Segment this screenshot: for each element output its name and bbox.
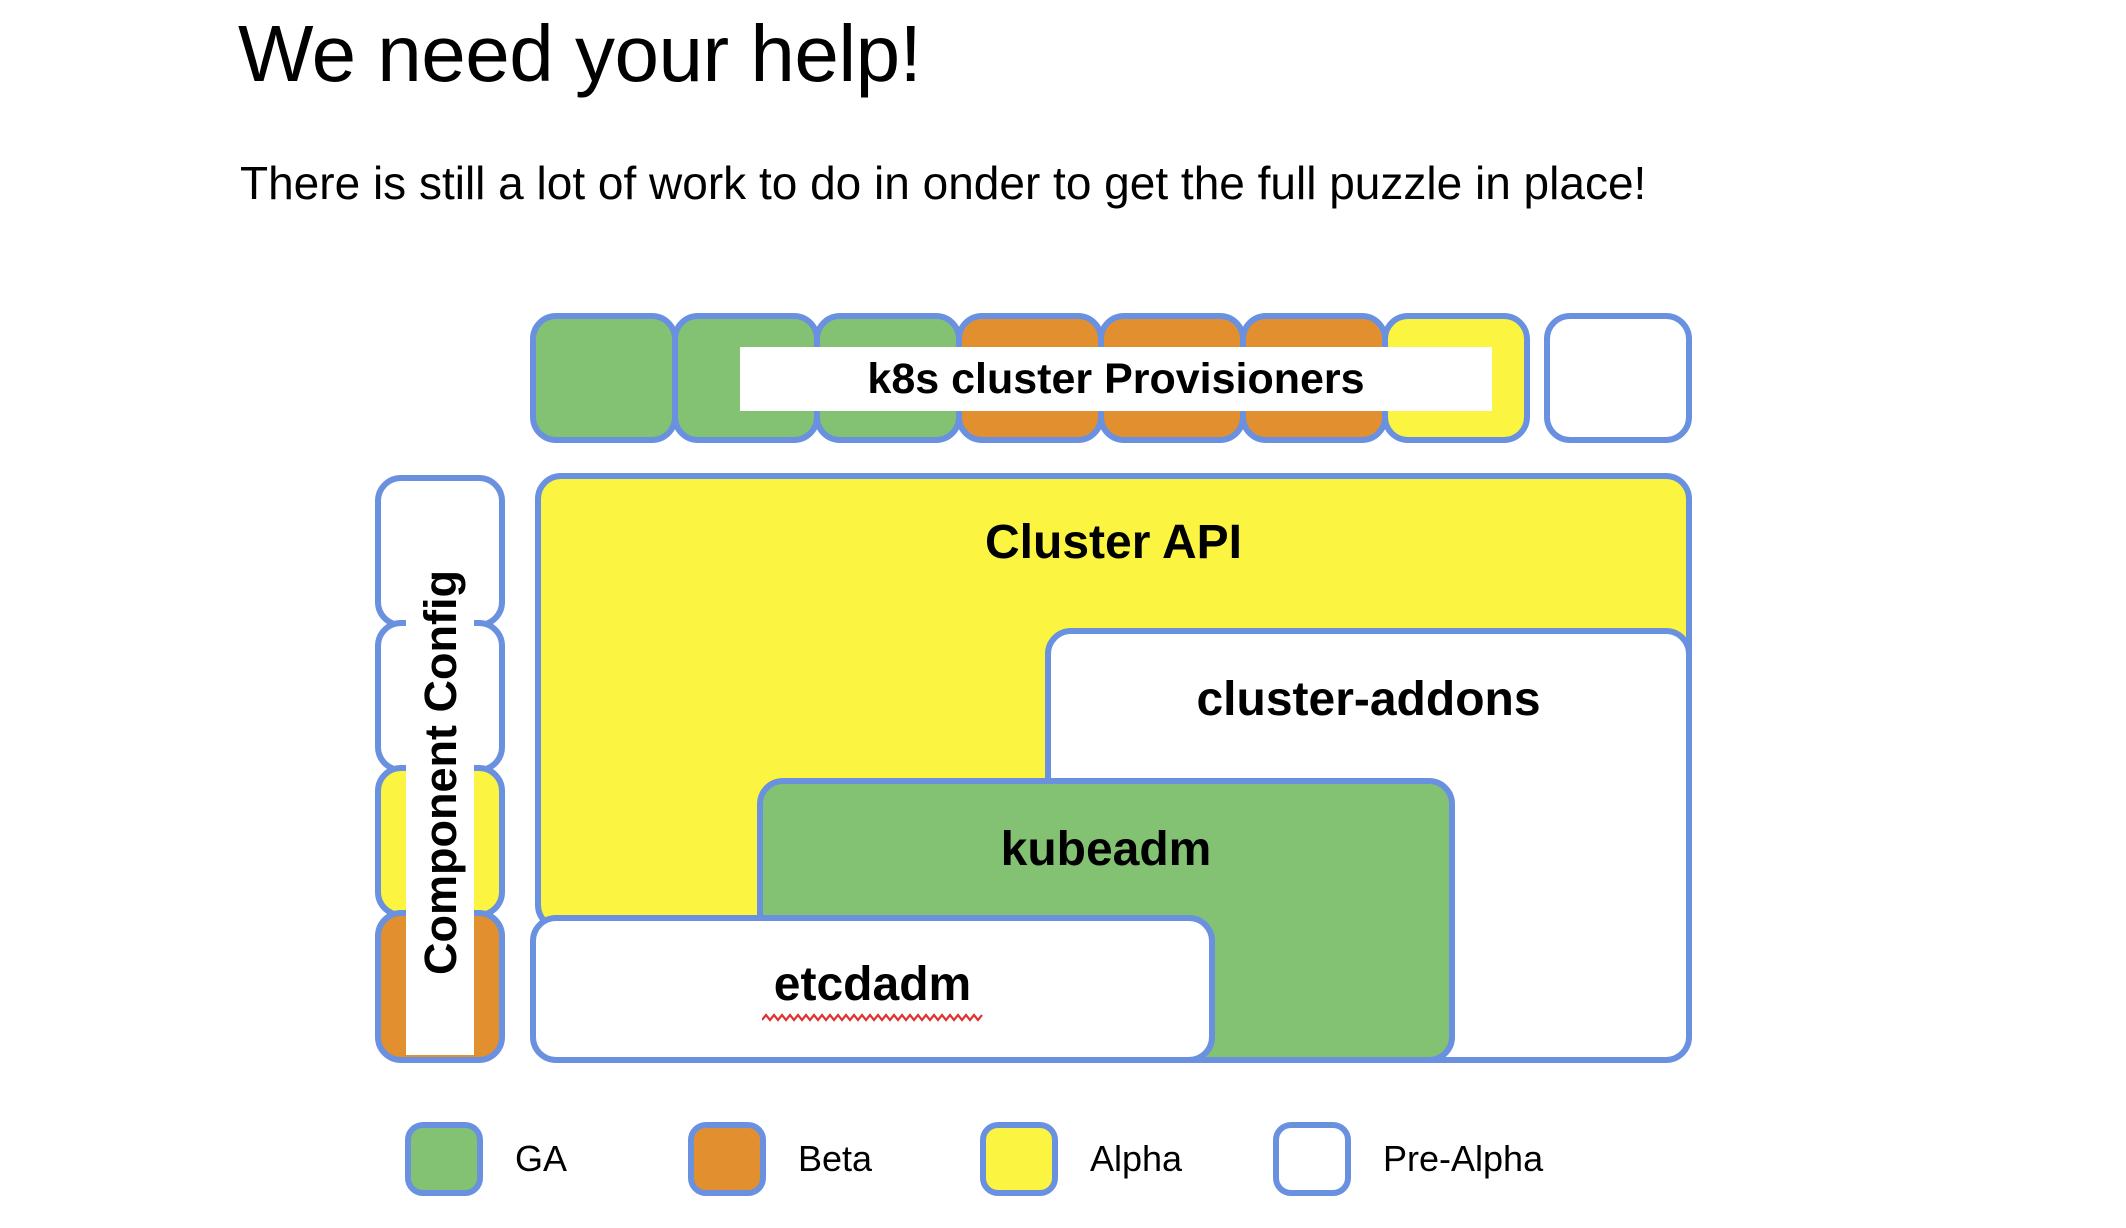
- legend-label: GA: [515, 1138, 568, 1179]
- legend-label: Alpha: [1090, 1138, 1183, 1179]
- legend-item-beta: Beta: [688, 1122, 872, 1196]
- spellcheck-underline-icon: [761, 1013, 983, 1022]
- maturity-legend: GA Beta Alpha Pre-Alpha: [405, 1122, 1725, 1202]
- etcdadm-label: etcdadm: [773, 958, 972, 1011]
- legend-swatch-pre-alpha: [1273, 1122, 1351, 1196]
- legend-label: Pre-Alpha: [1383, 1138, 1544, 1179]
- legend-item-pre-alpha: Pre-Alpha: [1273, 1122, 1543, 1196]
- legend-swatch-beta: [688, 1122, 766, 1196]
- kubeadm-label: kubeadm: [1000, 823, 1212, 876]
- provisioner-block-1[interactable]: [530, 313, 678, 443]
- k8s-cluster-provisioners-label: k8s cluster Provisioners: [867, 354, 1365, 403]
- provisioner-block-8[interactable]: [1544, 313, 1692, 443]
- page-subtitle: There is still a lot of work to do in on…: [240, 157, 1647, 209]
- page-title: We need your help!: [238, 9, 922, 98]
- legend-item-alpha: Alpha: [980, 1122, 1182, 1196]
- legend-swatch-ga: [405, 1122, 483, 1196]
- component-config-label-text: Component Config: [414, 570, 466, 975]
- k8s-cluster-provisioners-banner: k8s cluster Provisioners: [740, 347, 1492, 411]
- etcdadm-box[interactable]: etcdadm: [530, 915, 1215, 1063]
- cluster-api-label: Cluster API: [985, 516, 1242, 569]
- legend-label: Beta: [798, 1138, 873, 1179]
- legend-item-ga: GA: [405, 1122, 567, 1196]
- component-config-banner: Component Config: [406, 490, 474, 1055]
- cluster-addons-label: cluster-addons: [1196, 673, 1541, 726]
- legend-swatch-alpha: [980, 1122, 1058, 1196]
